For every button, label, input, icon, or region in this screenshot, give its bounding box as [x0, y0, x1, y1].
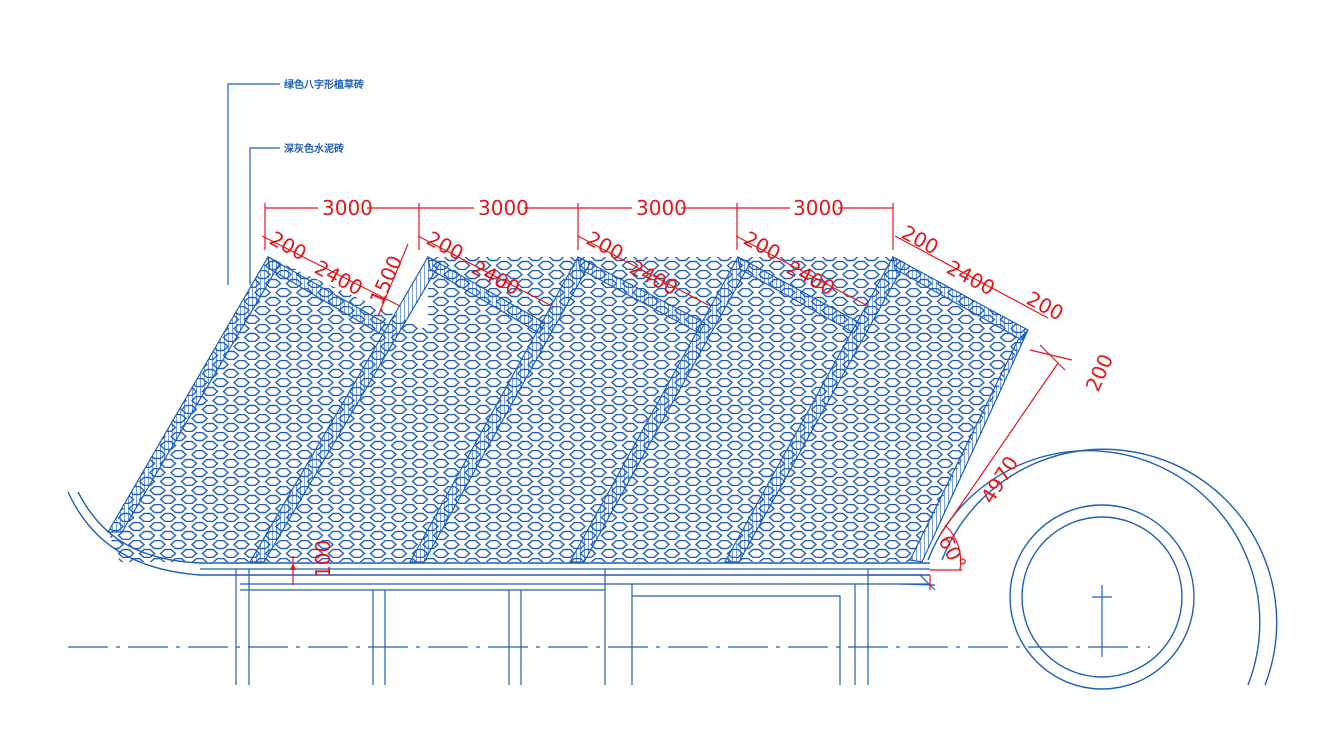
- dim-100: 100: [311, 540, 335, 578]
- dim-200-6: 200: [1023, 286, 1068, 325]
- dim-3000-3: 3000: [636, 196, 687, 220]
- dim-200-5: 200: [898, 220, 943, 259]
- dim-4970: 4970: [976, 452, 1023, 508]
- dim-1500: 1500: [365, 252, 408, 308]
- dim-3000-2: 3000: [478, 196, 529, 220]
- dimension-lines: [261, 203, 1073, 590]
- roundabout: [868, 448, 1278, 690]
- leader-green-tile: [227, 83, 280, 285]
- dim-200-side: 200: [1081, 350, 1118, 395]
- leader-gray-brick: [249, 147, 280, 285]
- road-curb: [67, 491, 930, 685]
- stall-border-end: [909, 329, 1029, 563]
- parking-stalls: [106, 255, 1029, 563]
- stall-border-short: [267, 255, 386, 334]
- dim-3000-1: 3000: [322, 196, 373, 220]
- label-gray-brick: 深灰色水泥砖: [284, 142, 344, 155]
- paver-area: [108, 257, 1028, 562]
- dimension-texts: 3000 3000 3000 3000 200 200 200 200 200 …: [266, 196, 1118, 578]
- dim-3000-4: 3000: [793, 196, 844, 220]
- label-green-tile: 绿色八字形植草砖: [284, 78, 364, 91]
